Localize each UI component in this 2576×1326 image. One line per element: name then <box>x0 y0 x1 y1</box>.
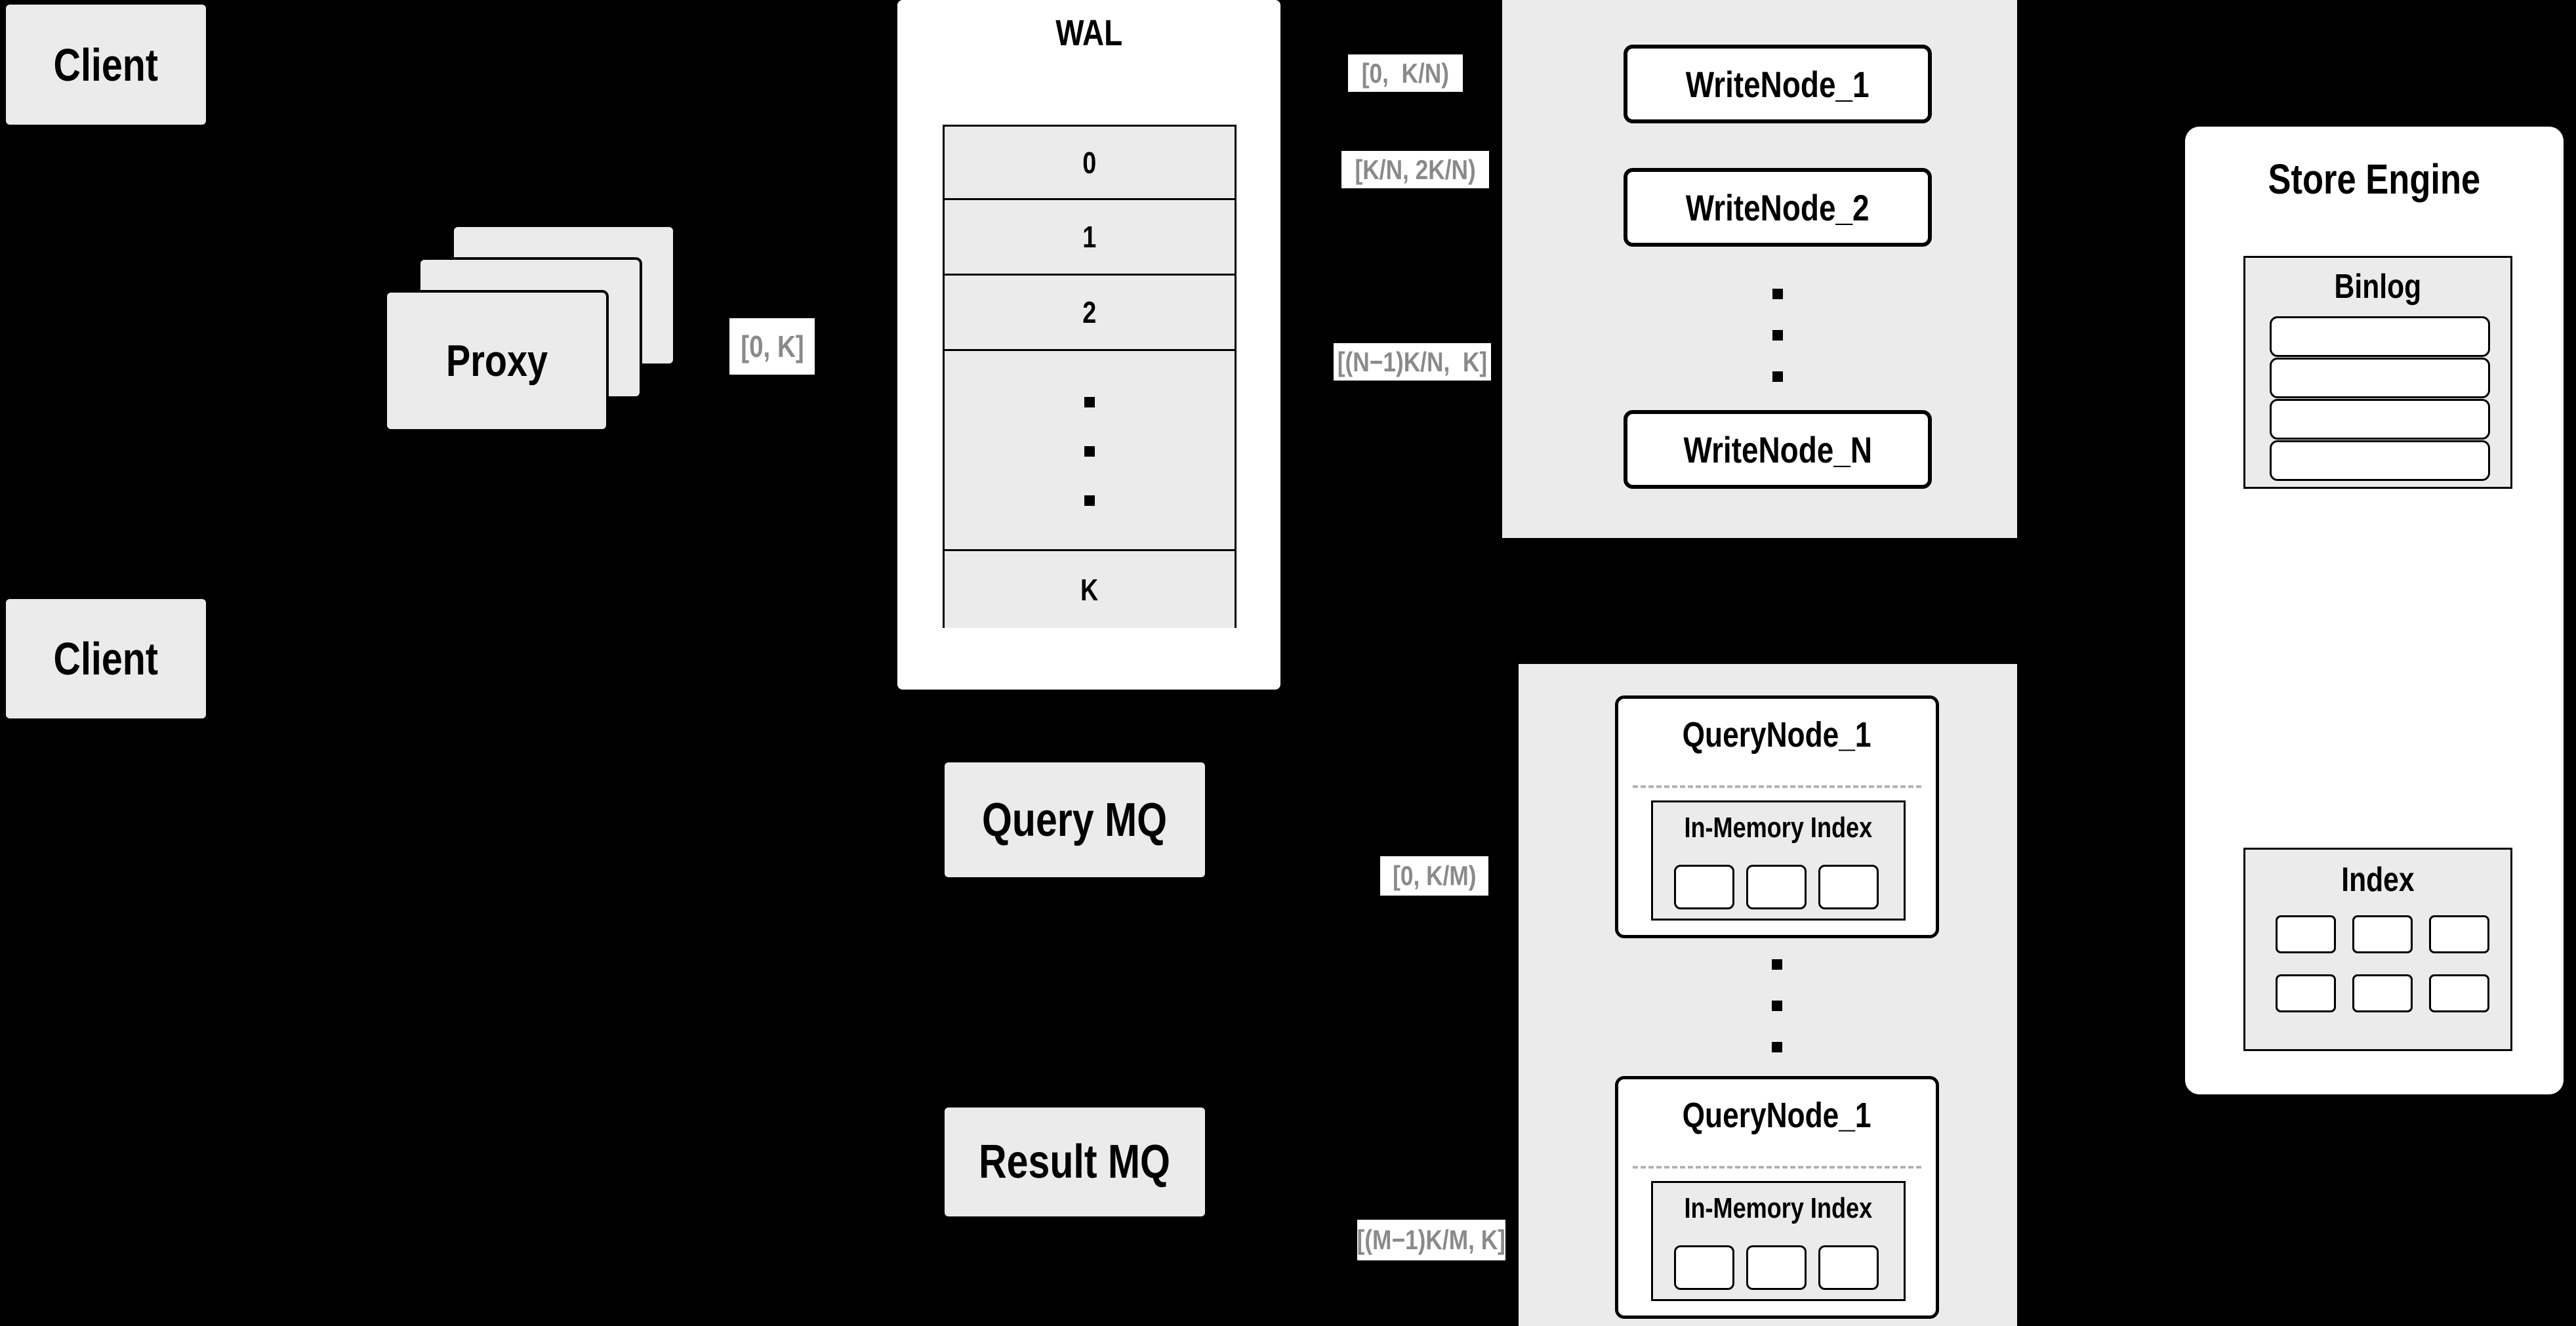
write-node-2-box: WriteNode_2 <box>1624 168 1932 247</box>
range-label-wnN: [(N−1)K/N, K] <box>1334 343 1491 381</box>
range-label-proxy-out: [0, K] <box>729 318 815 375</box>
index-cell <box>2429 974 2489 1012</box>
index-cell <box>2352 915 2413 953</box>
wal-box: WAL 0 1 2 K <box>897 0 1280 690</box>
range-label-wn1: [0, K/N) <box>1348 54 1463 92</box>
binlog-row <box>2270 440 2490 481</box>
query-node-1-title: QueryNode_1 <box>1683 715 1871 755</box>
write-node-1-box: WriteNode_1 <box>1624 45 1932 123</box>
segment-cell <box>1674 865 1734 909</box>
in-memory-index-2-box: In-Memory Index <box>1651 1181 1906 1301</box>
query-node-2-title: QueryNode_1 <box>1683 1096 1871 1135</box>
segment-cell <box>1818 865 1879 909</box>
segment-cell <box>1674 1245 1734 1290</box>
result-mq-label: Result MQ <box>979 1136 1171 1188</box>
write-node-n-label: WriteNode_N <box>1683 428 1872 470</box>
result-mq-box: Result MQ <box>945 1108 1205 1216</box>
in-memory-index-1-label: In-Memory Index <box>1684 812 1873 844</box>
range-label-qn2: [(M−1)K/M, K] <box>1357 1220 1505 1260</box>
wal-row-1: 1 <box>945 200 1235 276</box>
binlog-row <box>2270 316 2490 357</box>
query-node-2-box: QueryNode_1 In-Memory Index <box>1615 1076 1939 1319</box>
segment-cell <box>1746 1245 1807 1290</box>
query-mq-box: Query MQ <box>945 762 1205 877</box>
client-top-label: Client <box>53 39 159 91</box>
in-memory-index-2-label: In-Memory Index <box>1684 1192 1873 1224</box>
wal-row-0: 0 <box>945 127 1235 200</box>
proxy-card-front: Proxy <box>384 290 609 432</box>
client-bottom-label: Client <box>53 633 159 684</box>
index-box: Index <box>2243 848 2512 1051</box>
wal-row-2: 2 <box>945 276 1235 351</box>
write-node-1-label: WriteNode_1 <box>1686 63 1870 105</box>
proxy-label: Proxy <box>445 336 548 386</box>
store-engine-title: Store Engine <box>2268 155 2481 203</box>
write-node-n-box: WriteNode_N <box>1624 410 1932 489</box>
index-cell <box>2276 915 2336 953</box>
query-node-2-separator <box>1633 1166 1921 1169</box>
wal-row-k: K <box>945 551 1235 628</box>
query-node-1-box: QueryNode_1 In-Memory Index <box>1615 695 1939 938</box>
segment-cell <box>1818 1245 1879 1290</box>
binlog-row <box>2270 399 2490 440</box>
store-engine-box: Store Engine Binlog Index <box>2185 127 2564 1094</box>
in-memory-index-1-box: In-Memory Index <box>1651 800 1906 921</box>
index-cell <box>2429 915 2489 953</box>
segment-cell <box>1746 865 1807 909</box>
query-mq-label: Query MQ <box>982 793 1168 846</box>
wal-title: WAL <box>1055 11 1123 53</box>
index-title: Index <box>2341 861 2415 899</box>
client-top-box: Client <box>6 5 206 125</box>
query-node-1-separator <box>1633 785 1921 788</box>
index-cell <box>2352 974 2413 1012</box>
write-node-2-label: WriteNode_2 <box>1686 186 1870 228</box>
binlog-row <box>2270 358 2490 398</box>
client-bottom-box: Client <box>6 599 206 718</box>
binlog-title: Binlog <box>2334 268 2422 306</box>
wal-segment-table: 0 1 2 K <box>943 125 1237 628</box>
range-label-wn2: [K/N, 2K/N) <box>1341 151 1489 188</box>
index-cell <box>2276 974 2336 1012</box>
binlog-box: Binlog <box>2243 256 2512 489</box>
range-label-qn1: [0, K/M) <box>1380 856 1488 896</box>
wal-row-ellipsis <box>945 351 1235 551</box>
